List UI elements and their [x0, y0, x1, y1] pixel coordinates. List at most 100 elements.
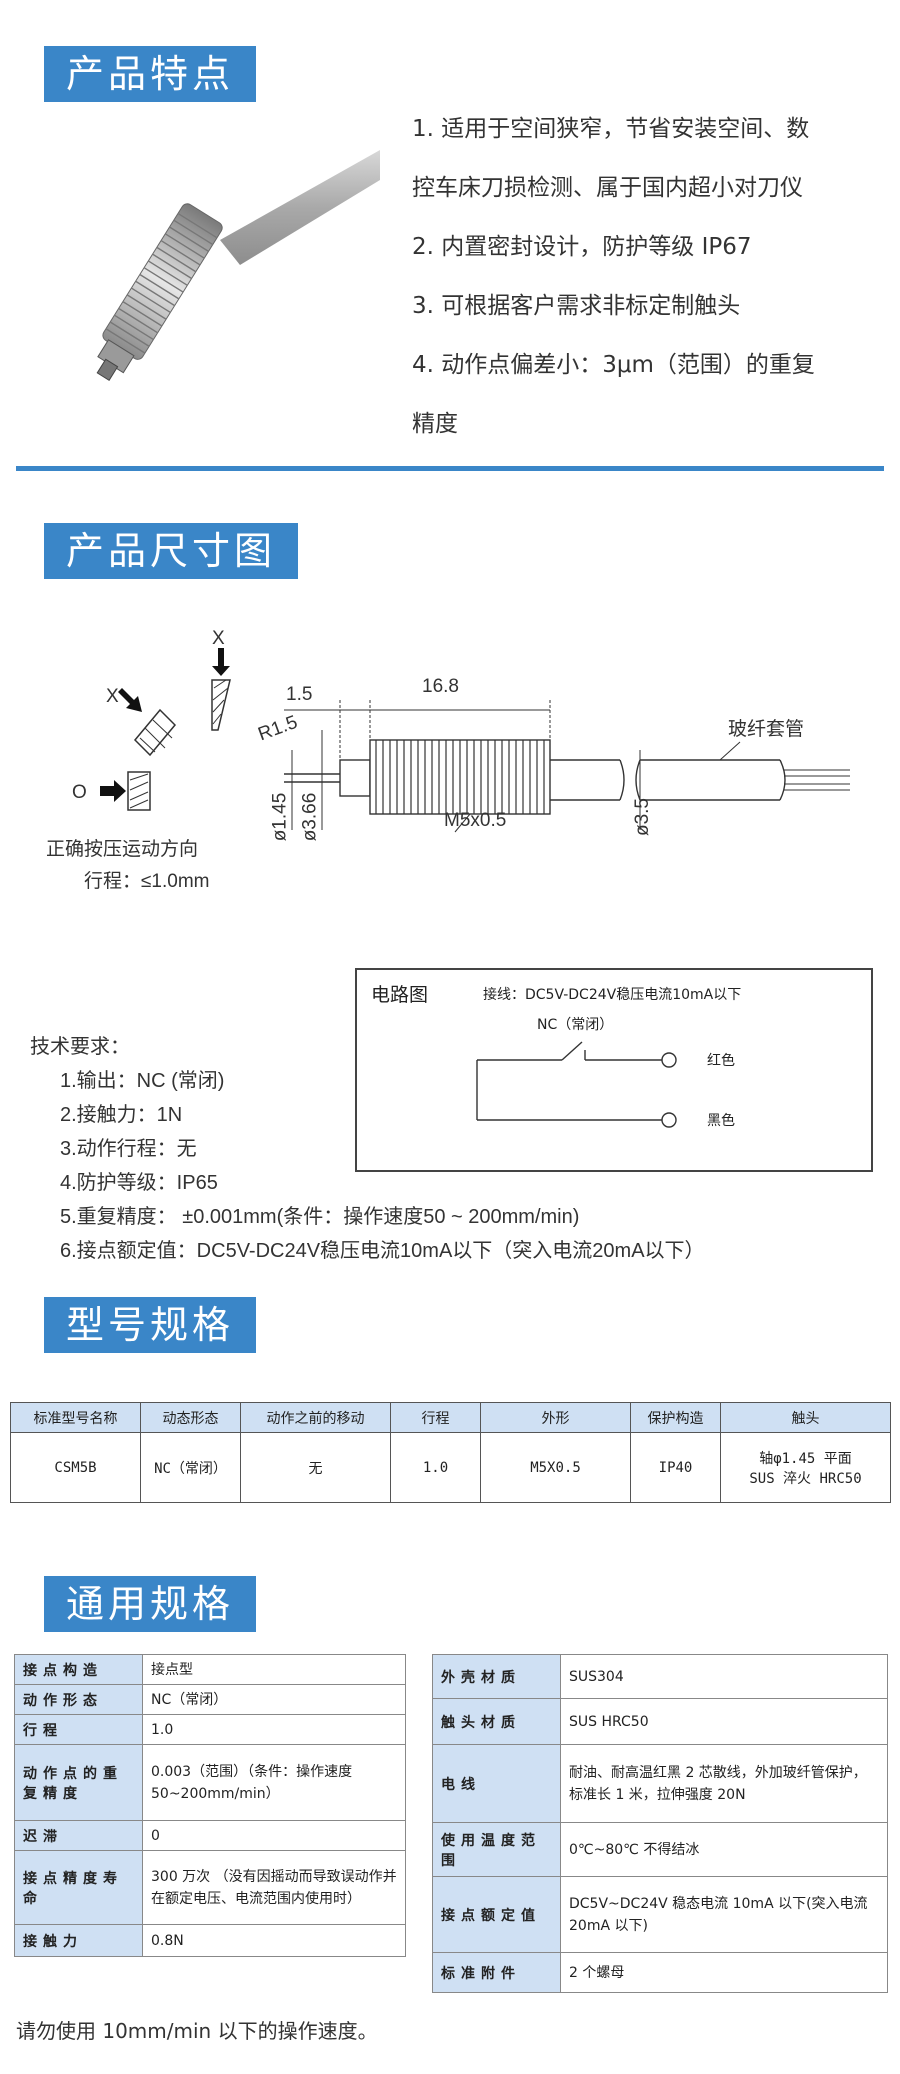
spec-key: 行程	[14, 1714, 143, 1745]
spec-key: 触头材质	[432, 1698, 561, 1745]
table-cell: 1.0	[390, 1432, 481, 1503]
table-header: 动态形态	[140, 1402, 241, 1433]
spec-value: 0.003（范围）（条件：操作速度 50~200mm/min）	[142, 1744, 406, 1821]
spec-key: 电线	[432, 1744, 561, 1823]
spec-value: SUS HRC50	[560, 1698, 888, 1745]
table-cell: IP40	[630, 1432, 721, 1503]
table-row: CSM5B NC（常闭） 无 1.0 M5X0.5 IP40 轴φ1.45 平面…	[10, 1432, 891, 1503]
dim-16-8: 16.8	[422, 676, 459, 697]
table-header: 保护构造	[630, 1402, 721, 1433]
spec-value: DC5V~DC24V 稳态电流 10mA 以下(突入电流 20mA 以下)	[560, 1876, 888, 1953]
direction-label: 正确按压运动方向	[46, 839, 199, 860]
table-header: 标准型号名称	[10, 1402, 141, 1433]
table-cell: NC（常闭）	[140, 1432, 241, 1503]
feature-line: 3. 可根据客户需求非标定制触头	[412, 293, 741, 319]
table-cell: CSM5B	[10, 1432, 141, 1503]
section-title-general: 通用规格	[44, 1576, 257, 1632]
spec-value: 1.0	[142, 1714, 406, 1745]
spec-value: 2 个螺母	[560, 1952, 888, 1993]
spec-value: 0℃~80℃ 不得结冰	[560, 1822, 888, 1877]
contact-shape: 轴φ1.45 平面	[759, 1450, 852, 1467]
tech-item: 4.防护等级：IP65	[60, 1172, 218, 1194]
spec-value: NC（常闭）	[142, 1684, 406, 1715]
circuit-diagram: 电路图 接线：DC5V-DC24V稳压电流10mA以下 NC（常闭） 红色 黑色	[355, 968, 873, 1172]
circuit-lines	[476, 1041, 677, 1128]
spec-value: 300 万次 （没有因摇动而导致误动作并在额定电压、电流范围内使用时）	[142, 1850, 406, 1925]
section-title-features: 产品特点	[44, 46, 257, 102]
dim-thread: M5x0.5	[444, 810, 507, 831]
spec-key: 接点精度寿命	[14, 1850, 143, 1925]
stroke-label: 行程：≤1.0mm	[84, 871, 210, 892]
spec-key: 接触力	[14, 1924, 143, 1957]
spec-key: 接点额定值	[432, 1876, 561, 1953]
section-title-models: 型号规格	[44, 1297, 257, 1353]
product-photo	[96, 150, 380, 381]
section-title-dimensions: 产品尺寸图	[44, 523, 299, 579]
spec-key: 动作形态	[14, 1684, 143, 1715]
tech-item: 5.重复精度： ±0.001mm(条件：操作速度50 ~ 200mm/min)	[60, 1206, 580, 1228]
spec-key: 接点构造	[14, 1654, 143, 1685]
dim-d1-45: ø1.45	[269, 792, 291, 842]
table-header: 触头	[720, 1402, 891, 1433]
spec-value: 0	[142, 1820, 406, 1851]
table-header-row: 标准型号名称 动态形态 动作之前的移动 行程 外形 保护构造 触头	[10, 1402, 891, 1433]
tech-item: 2.接触力：1N	[60, 1104, 183, 1126]
dim-d3-66: ø3.66	[299, 792, 321, 842]
spec-key: 动作点的重复精度	[14, 1744, 143, 1821]
model-table: 标准型号名称 动态形态 动作之前的移动 行程 外形 保护构造 触头 CSM5B …	[10, 1402, 891, 1503]
spec-key: 标准附件	[432, 1952, 561, 1993]
table-row: 电线耐油、耐高温红黑 2 芯散线，外加玻纤管保护，标准长 1 米，拉伸强度 20…	[432, 1744, 888, 1823]
tech-item: 6.接点额定值：DC5V-DC24V稳压电流10mA以下（突入电流20mA以下）	[60, 1240, 705, 1262]
dim-x-left: X	[106, 686, 119, 707]
feature-line: 精度	[412, 411, 458, 437]
table-row: 接点构造接点型	[14, 1654, 406, 1685]
dim-d3-5: ø3.5	[632, 797, 654, 837]
dim-x-top: X	[212, 628, 225, 649]
spec-value: 接点型	[142, 1654, 406, 1685]
section-divider	[16, 466, 884, 471]
circuit-title: 电路图	[371, 984, 429, 1006]
circuit-nc: NC（常闭）	[537, 1017, 614, 1033]
feature-list: 1. 适用于空间狭窄，节省安装空间、数 控车床刀损检测、属于国内超小对刀仪 2.…	[412, 100, 882, 454]
spec-value: SUS304	[560, 1654, 888, 1699]
dim-1-5: 1.5	[286, 684, 313, 705]
tech-title: 技术要求：	[30, 1036, 130, 1058]
tech-item: 1.输出：NC (常闭)	[60, 1070, 225, 1092]
sleeve-label: 玻纤套管	[728, 719, 805, 740]
spec-key: 外壳材质	[432, 1654, 561, 1699]
feature-line: 4. 动作点偏差小：3μm（范围）的重复	[412, 352, 815, 378]
feature-line: 1. 适用于空间狭窄，节省安装空间、数	[412, 116, 810, 142]
circuit-red: 红色	[707, 1053, 735, 1069]
dim-o-label: O	[72, 782, 87, 803]
table-header: 外形	[480, 1402, 631, 1433]
table-cell: 无	[240, 1432, 391, 1503]
spec-key: 使用温度范围	[432, 1822, 561, 1877]
table-cell: 轴φ1.45 平面 SUS 淬火 HRC50	[720, 1432, 891, 1503]
feature-line: 控车床刀损检测、属于国内超小对刀仪	[412, 175, 803, 201]
circuit-wiring: 接线：DC5V-DC24V稳压电流10mA以下	[483, 987, 742, 1003]
contact-material: SUS 淬火 HRC50	[749, 1470, 862, 1487]
table-header: 动作之前的移动	[240, 1402, 391, 1433]
dimension-drawing	[100, 648, 850, 833]
tech-item: 3.动作行程：无	[60, 1138, 197, 1160]
circuit-black: 黑色	[707, 1113, 735, 1129]
spec-key: 迟滞	[14, 1820, 143, 1851]
spec-value: 0.8N	[142, 1924, 406, 1957]
feature-line: 2. 内置密封设计，防护等级 IP67	[412, 234, 752, 260]
table-cell: M5X0.5	[480, 1432, 631, 1503]
usage-note: 请勿使用 10mm/min 以下的操作速度。	[16, 2019, 378, 2043]
tech-requirements: 技术要求： 1.输出：NC (常闭) 2.接触力：1N 3.动作行程：无 4.防…	[30, 1030, 705, 1268]
spec-value: 耐油、耐高温红黑 2 芯散线，外加玻纤管保护，标准长 1 米，拉伸强度 20N	[560, 1744, 888, 1823]
